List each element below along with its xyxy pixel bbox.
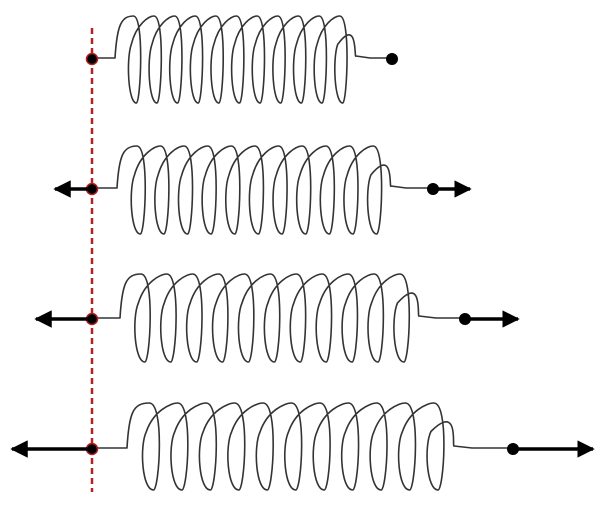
spring-3 <box>34 273 520 363</box>
spring-4-coil <box>92 402 513 491</box>
spring-1-left-endpoint <box>85 52 99 66</box>
spring-2-coil <box>92 145 433 235</box>
spring-2 <box>53 145 472 235</box>
spring-3-coil <box>92 273 465 363</box>
spring-4 <box>10 402 595 491</box>
spring-1-coil <box>92 15 392 104</box>
spring-1 <box>85 15 398 104</box>
spring-1-right-endpoint <box>386 53 398 65</box>
